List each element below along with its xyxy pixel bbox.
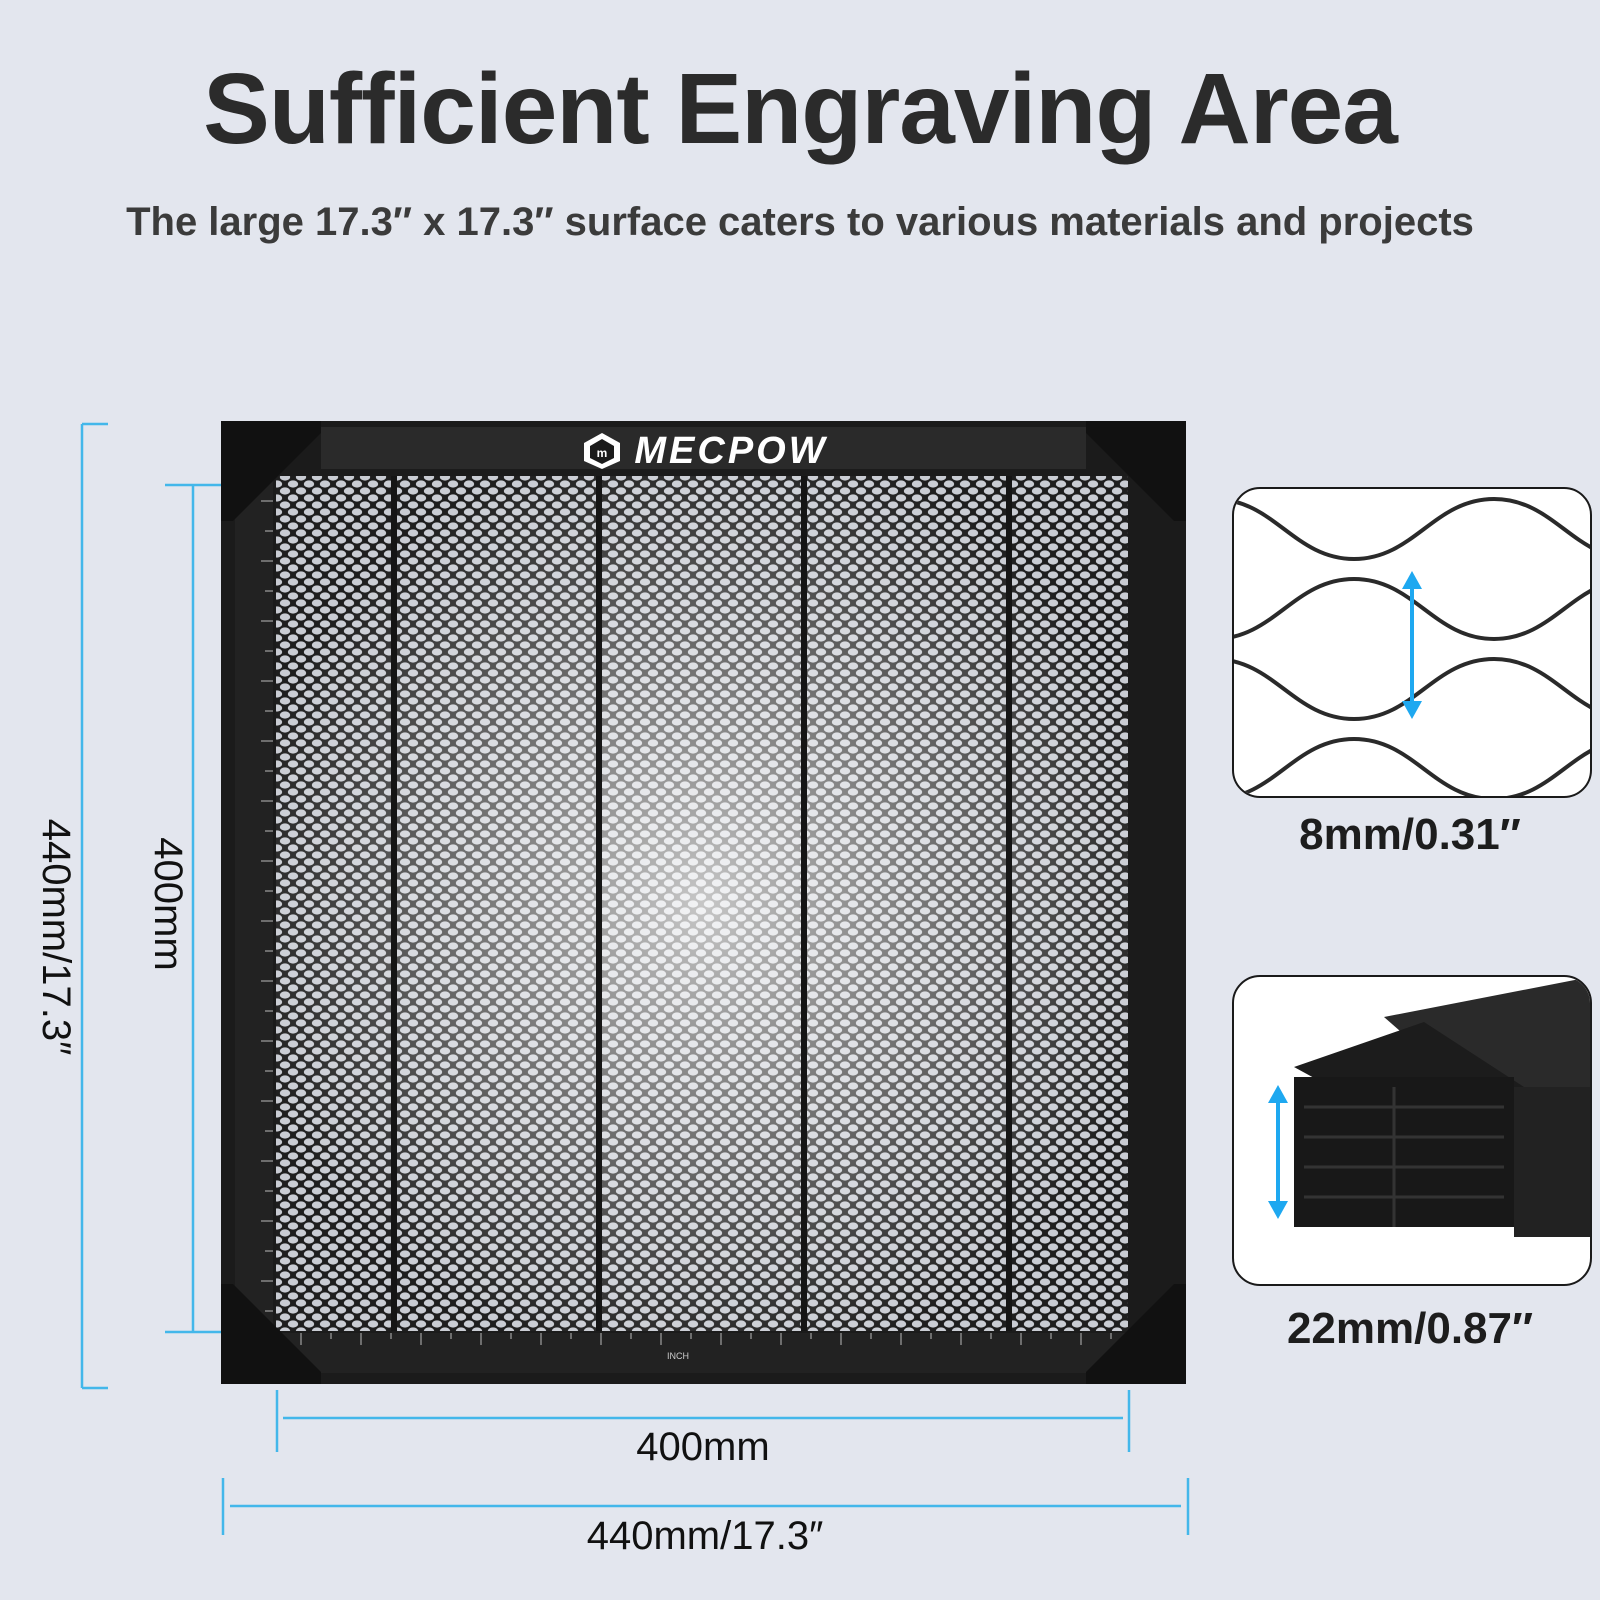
- inner-height-label: 400mm: [142, 804, 190, 1004]
- page-title: Sufficient Engraving Area: [203, 53, 1398, 165]
- honeycomb-panel: m MECPOW INCH: [221, 421, 1186, 1384]
- mecpow-logo-icon: m: [584, 433, 621, 469]
- height-detail-card: [1232, 975, 1592, 1286]
- cell-size-detail-card: [1232, 487, 1592, 798]
- outer-width-label: 440mm/17.3″: [586, 1514, 824, 1558]
- inner-height-text: 400mm: [146, 837, 190, 971]
- inner-width-label: 400mm: [636, 1425, 770, 1469]
- corner-closeup: [1294, 977, 1590, 1237]
- double-arrow-icon: [1402, 571, 1422, 719]
- outer-height-label: 440mm/17.3″: [30, 819, 78, 1056]
- brand-name: MECPOW: [634, 429, 828, 472]
- height-caption: 22mm/0.87″: [1286, 1304, 1534, 1353]
- double-arrow-icon: [1268, 1085, 1288, 1219]
- page-subtitle: The large 17.3″ x 17.3″ surface caters t…: [126, 200, 1474, 244]
- cell-size-caption: 8mm/0.31″: [1299, 810, 1521, 859]
- svg-text:m: m: [597, 446, 608, 460]
- mecpow-logo: m MECPOW: [559, 429, 849, 473]
- honeycomb-closeup: [1234, 496, 1590, 796]
- ruler-unit-label: INCH: [667, 1351, 689, 1361]
- outer-height-text: 440mm/17.3″: [34, 818, 78, 1056]
